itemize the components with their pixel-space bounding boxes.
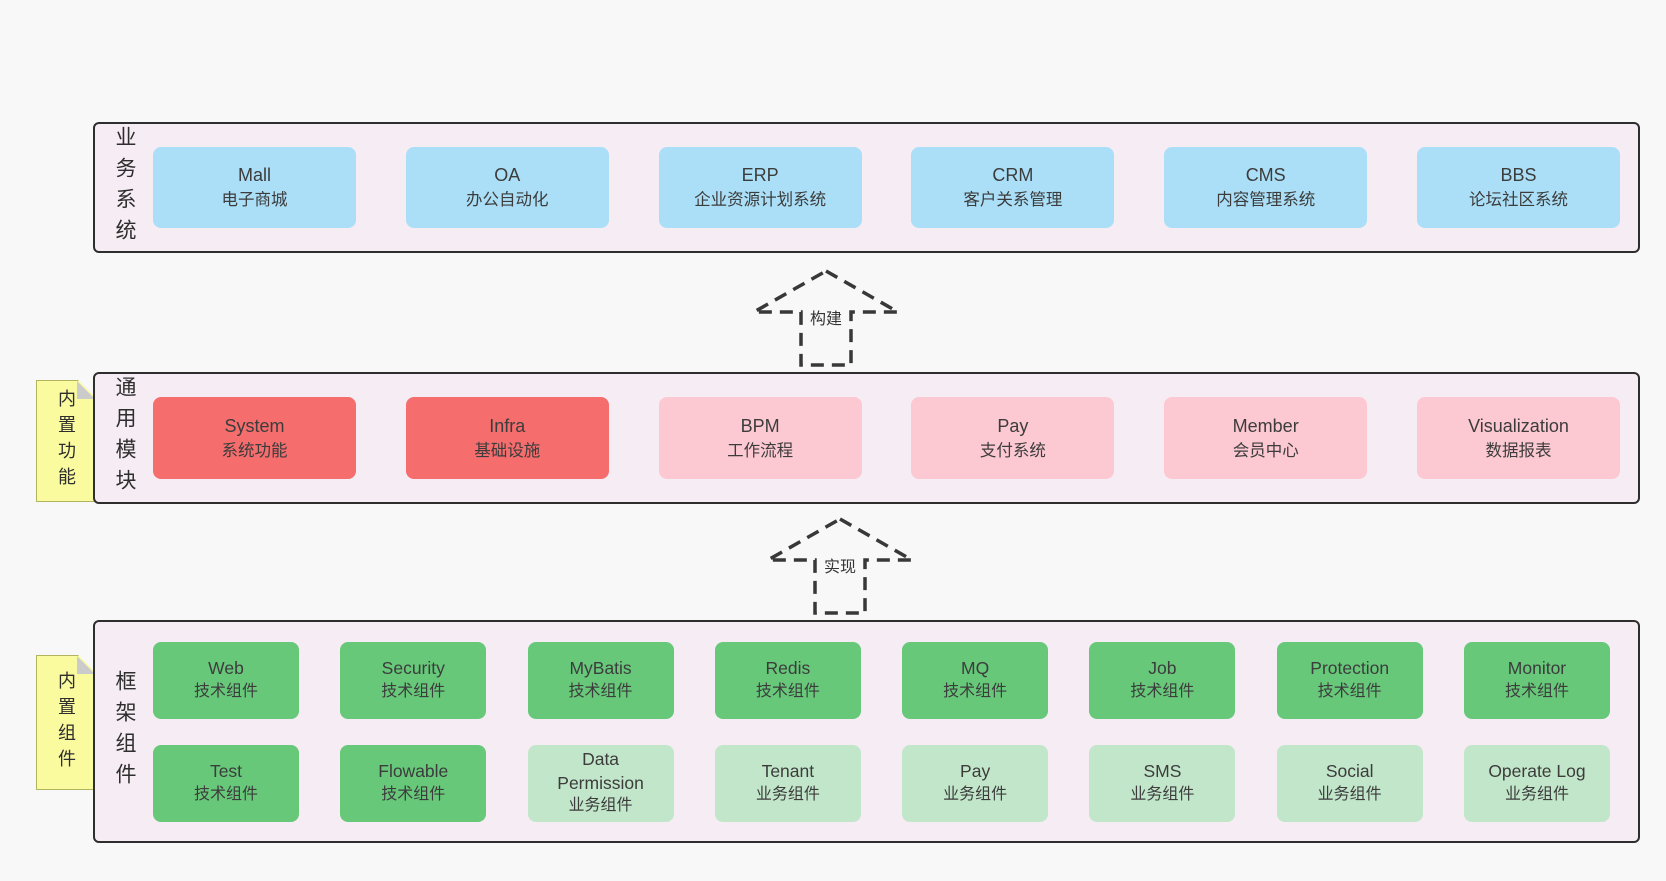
node-mybatis: MyBatis 技术组件 [527,641,674,719]
node-redis: Redis 技术组件 [714,641,861,719]
node-visualization: Visualization 数据报表 [1416,397,1620,479]
node-system: System 系统功能 [153,397,356,479]
node-bbs: BBS 论坛社区系统 [1416,147,1620,228]
node-job: Job 技术组件 [1089,641,1236,719]
layer-label-column: 框架组件 [95,622,153,841]
node-tenant: Tenant 业务组件 [714,744,861,822]
node-sms: SMS 业务组件 [1089,744,1236,822]
sticky-note-built-in-features: 内置功能 [36,380,96,502]
layer-title: 通用模块 [113,376,136,500]
business-boxes-row: Mall 电子商城 OA 办公自动化 ERP 企业资源计划系统 CRM 客户关系… [153,124,1638,251]
note-label: 内置组件 [56,670,76,775]
sticky-note-built-in-components: 内置组件 [36,655,96,790]
arrow-implement: 实现 [765,516,915,616]
arrow-build-label: 构建 [805,304,847,331]
node-test: Test 技术组件 [153,744,299,822]
node-member: Member 会员中心 [1164,397,1368,479]
node-flowable: Flowable 技术组件 [340,744,487,822]
node-security: Security 技术组件 [340,641,487,719]
component-boxes-grid: Web 技术组件 Security 技术组件 MyBatis 技术组件 Redi… [153,622,1638,841]
node-mall: Mall 电子商城 [153,147,356,228]
layer-business-systems: 业务系统 Mall 电子商城 OA 办公自动化 ERP 企业资源计划系统 CRM… [93,122,1640,253]
node-cms: CMS 内容管理系统 [1164,147,1368,228]
node-monitor: Monitor 技术组件 [1463,641,1610,719]
node-crm: CRM 客户关系管理 [911,147,1115,228]
node-protection: Protection 技术组件 [1276,641,1423,719]
node-bpm: BPM 工作流程 [658,397,862,479]
node-infra: Infra 基础设施 [405,397,609,479]
node-social: Social 业务组件 [1276,744,1423,822]
node-oa: OA 办公自动化 [405,147,609,228]
node-web: Web 技术组件 [153,641,299,719]
node-mq: MQ 技术组件 [902,641,1049,719]
node-pay: Pay 支付系统 [911,397,1115,479]
layer-title: 业务系统 [113,125,136,250]
node-pay-component: Pay 业务组件 [902,744,1049,822]
arrow-implement-label: 实现 [819,552,861,579]
arrow-build: 构建 [751,268,901,368]
note-label: 内置功能 [56,389,76,493]
node-erp: ERP 企业资源计划系统 [658,147,862,228]
layer-common-modules: 通用模块 System 系统功能 Infra 基础设施 BPM 工作流程 Pay… [93,372,1640,504]
module-boxes-row: System 系统功能 Infra 基础设施 BPM 工作流程 Pay 支付系统… [153,374,1638,502]
node-operate-log: Operate Log 业务组件 [1463,744,1610,822]
layer-framework-components: 框架组件 Web 技术组件 Security 技术组件 MyBatis 技术组件… [93,620,1640,843]
layer-label-column: 通用模块 [95,374,153,502]
layer-title: 框架组件 [113,669,136,794]
layer-label-column: 业务系统 [95,124,153,251]
node-data-permission: Data Permission 业务组件 [527,744,674,822]
